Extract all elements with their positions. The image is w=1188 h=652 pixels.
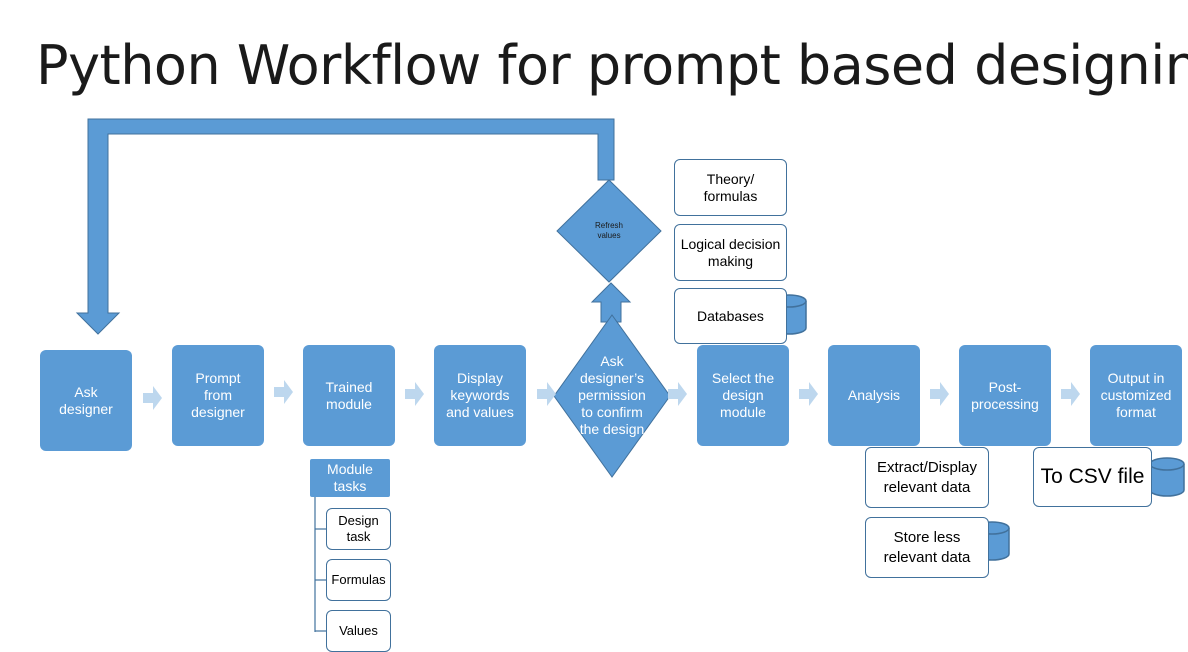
input-databases: Databases xyxy=(674,288,787,344)
module-tasks-tree-lines xyxy=(314,497,326,632)
output-extract-display: Extract/Display relevant data xyxy=(865,447,989,508)
step-select-design-module[interactable]: Select the design module xyxy=(697,345,789,446)
refresh-values-label: Refresh values xyxy=(594,221,623,240)
output-store-less: Store less relevant data xyxy=(865,517,989,578)
module-tasks-header: Module tasks xyxy=(310,459,390,497)
refresh-values-diamond[interactable] xyxy=(556,179,662,283)
up-arrow-to-refresh xyxy=(590,282,632,323)
input-theory-formulas: Theory/ formulas xyxy=(674,159,787,216)
input-logical-decision: Logical decision making xyxy=(674,224,787,281)
slide-title: Python Workflow for prompt based designi… xyxy=(36,34,1188,97)
module-task-formulas: Formulas xyxy=(326,559,391,601)
connector-arrow-8 xyxy=(1061,382,1080,406)
module-task-values: Values xyxy=(326,610,391,652)
step-post-processing[interactable]: Post- processing xyxy=(959,345,1051,446)
connector-arrow-6 xyxy=(799,382,818,406)
database-icon-csv xyxy=(1149,457,1185,497)
connector-arrow-3 xyxy=(405,382,424,406)
confirm-design-label: Ask designer’s permission to confirm the… xyxy=(578,353,646,437)
module-task-design: Design task xyxy=(326,508,391,550)
feedback-loop-arrow xyxy=(75,118,615,335)
connector-arrow-4 xyxy=(537,382,556,406)
step-display-keywords[interactable]: Display keywords and values xyxy=(434,345,526,446)
connector-arrow-7 xyxy=(930,382,949,406)
flow-connectors xyxy=(143,380,1080,410)
step-prompt-from-designer[interactable]: Prompt from designer xyxy=(172,345,264,446)
confirm-design-diamond[interactable] xyxy=(553,314,671,478)
step-analysis[interactable]: Analysis xyxy=(828,345,920,446)
connector-arrow-1 xyxy=(143,386,162,410)
connector-arrow-2 xyxy=(274,380,293,404)
connector-arrow-5 xyxy=(668,382,687,406)
step-output-format[interactable]: Output in customized format xyxy=(1090,345,1182,446)
output-csv-file: To CSV file xyxy=(1033,447,1152,507)
step-trained-module[interactable]: Trained module xyxy=(303,345,395,446)
step-ask-designer[interactable]: Ask designer xyxy=(40,350,132,451)
